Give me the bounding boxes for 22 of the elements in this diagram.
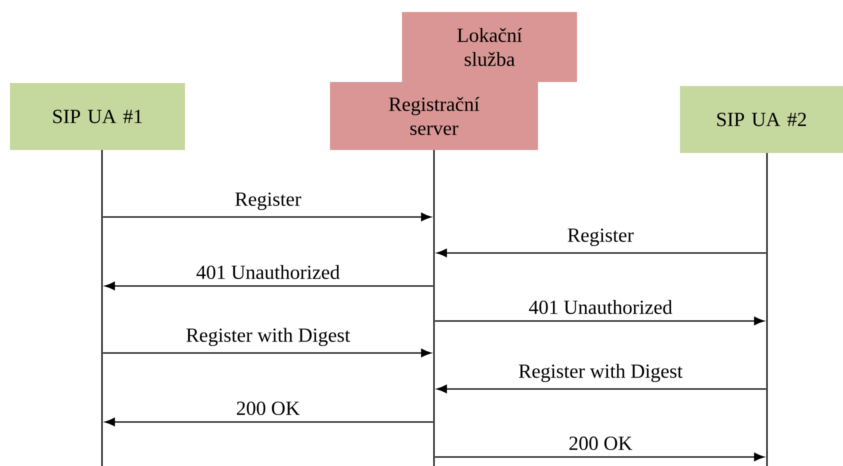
edge-label: Register (235, 192, 302, 210)
arrow (104, 418, 434, 426)
arrow (104, 282, 434, 290)
arrow (102, 212, 432, 222)
edge-label: 200 OK (569, 436, 632, 450)
service-box: Lokační služba (402, 12, 577, 82)
edge-label: 200 OK (236, 402, 300, 416)
node-label: Registrační server (389, 96, 480, 136)
edge-label: 401 Unauthorized (528, 300, 672, 314)
arrow (434, 316, 764, 326)
edge-label: 401 Unauthorized (196, 265, 340, 280)
server-box: Registrační server (330, 82, 538, 150)
arrow (434, 452, 764, 462)
agent-box: SIP UA #2 (680, 86, 843, 153)
arrow (436, 248, 766, 258)
edge-label: Register with Digest (518, 364, 683, 382)
edge-label: Register (568, 228, 634, 246)
agent-box: SIP UA #1 (10, 83, 185, 150)
arrow (102, 348, 432, 358)
node-label: Lokační služba (457, 28, 522, 66)
arrow (436, 384, 766, 394)
edge-label: Register with Digest (186, 328, 350, 346)
